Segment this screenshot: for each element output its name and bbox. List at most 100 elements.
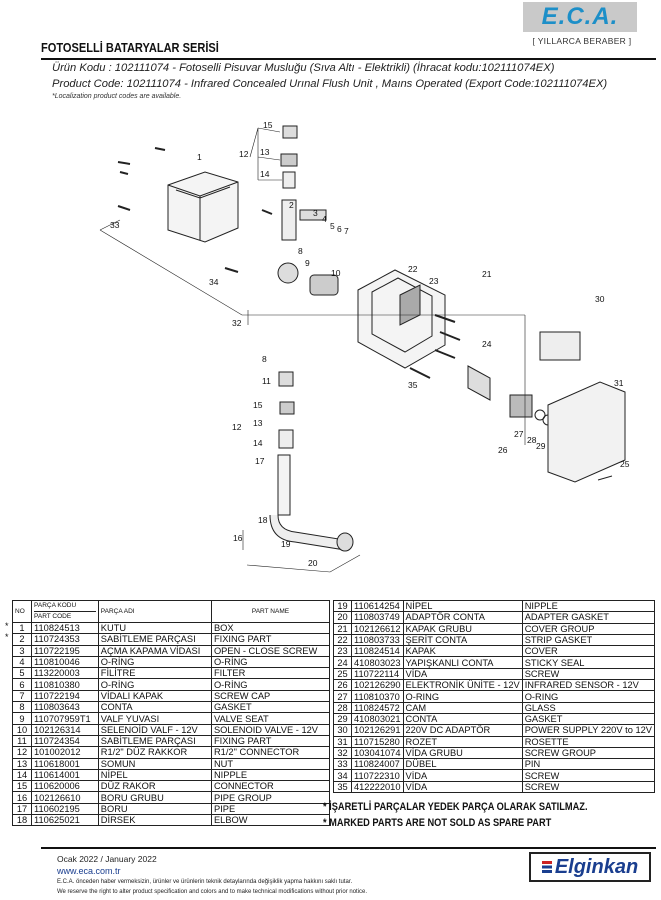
- part-code: 110810380: [31, 678, 99, 691]
- name-tr: VİDA: [402, 667, 523, 681]
- name-en: O-RİNG: [210, 655, 331, 669]
- name-tr: CAM: [402, 701, 523, 714]
- no: 3: [12, 644, 32, 657]
- callout-9: 9: [305, 258, 310, 268]
- part-code: 110722114: [350, 667, 404, 681]
- no: 31: [333, 735, 352, 748]
- disclaimer-en: We reserve the right to alter product sp…: [57, 889, 368, 895]
- no: 29: [333, 712, 352, 726]
- no: 25: [333, 667, 352, 681]
- name-en: OPEN - CLOSE SCREW: [210, 644, 331, 657]
- name-tr: O-RİNG: [97, 655, 212, 669]
- name-tr: KUTU: [97, 621, 212, 635]
- part-code: 410803023: [350, 656, 404, 669]
- name-tr: ŞERİT CONTA: [402, 633, 523, 647]
- name-tr: SOMUN: [97, 757, 212, 770]
- callout-16: 16: [233, 533, 243, 543]
- footer-date: Ocak 2022 / January 2022: [57, 854, 157, 864]
- product-code-tr: Ürün Kodu : 102111074 - Fotoselli Pisuva…: [52, 62, 555, 74]
- no: 22: [333, 633, 352, 647]
- callout-22: 22: [408, 264, 418, 274]
- part-code: 110810046: [31, 655, 99, 669]
- part-code: 410803021: [350, 712, 404, 726]
- callout-28: 28: [527, 435, 537, 445]
- part-code: 110715280: [350, 735, 404, 748]
- name-en: ELBOW: [210, 814, 331, 827]
- name-en: STRIP GASKET: [521, 633, 656, 647]
- callout-29: 29: [536, 441, 546, 451]
- series-title: FOTOSELLİ BATARYALAR SERİSİ: [41, 40, 219, 55]
- name-en: NIPPLE: [521, 599, 656, 613]
- callout-35: 35: [408, 380, 418, 390]
- no: 33: [333, 758, 352, 771]
- name-tr: SABİTLEME PARÇASI: [97, 734, 212, 748]
- part-code: 102126610: [31, 791, 99, 804]
- elginkan-mark-icon: [541, 861, 552, 873]
- name-en: SCREW: [521, 769, 656, 782]
- name-en: COVER: [521, 645, 656, 658]
- name-tr: O-RİNG: [97, 678, 212, 691]
- name-tr: SABİTLEME PARÇASI: [97, 633, 212, 646]
- name-tr: BORU: [97, 802, 212, 816]
- part-code: 110614254: [350, 599, 404, 613]
- no: 7: [12, 689, 32, 703]
- part-code: 110824513: [31, 621, 99, 635]
- name-en: R1/2" CONNECTOR: [210, 746, 331, 759]
- note-en: * MARKED PARTS ARE NOT SOLD AS SPARE PAR…: [323, 817, 552, 829]
- callout-23: 23: [429, 276, 439, 286]
- name-en: COVER GROUP: [521, 622, 656, 635]
- name-en: GASKET: [210, 701, 331, 714]
- name-en: PIN: [521, 758, 656, 771]
- no: 10: [12, 723, 32, 736]
- no: 26: [333, 679, 352, 692]
- part-code: 110614001: [31, 768, 99, 782]
- callout-14: 14: [253, 438, 263, 448]
- name-en: ROSETTE: [521, 735, 656, 748]
- callout-5: 5: [330, 221, 335, 231]
- col-code-en: PART CODE: [34, 611, 96, 622]
- no: 34: [333, 769, 352, 782]
- callout-6: 6: [337, 224, 342, 234]
- part-code: 110803733: [350, 633, 404, 647]
- name-tr: YAPIŞKANLI CONTA: [402, 656, 523, 669]
- name-tr: VİDA: [402, 769, 523, 782]
- name-en: SCREW CAP: [210, 689, 331, 703]
- part-code: 110803643: [31, 701, 99, 714]
- callout-31: 31: [614, 378, 624, 388]
- part-code: 412222010: [350, 780, 404, 794]
- name-tr: VİDA: [402, 780, 523, 794]
- valve-assembly: [277, 125, 339, 296]
- eca-logo: E.C.A.: [523, 2, 637, 32]
- callout-10: 10: [331, 268, 341, 278]
- part-code: 101002012: [31, 746, 99, 759]
- part-code: 110724353: [31, 633, 99, 646]
- part-code: 110810370: [350, 690, 404, 703]
- no: 23: [333, 645, 352, 658]
- no: 21: [333, 622, 352, 635]
- part-code: 110602195: [31, 802, 99, 816]
- part-code: 102126290: [350, 679, 404, 692]
- footer-url[interactable]: www.eca.com.tr: [57, 866, 121, 876]
- name-en: GASKET: [521, 712, 656, 726]
- rosette: [547, 381, 626, 483]
- no: 12: [12, 746, 32, 759]
